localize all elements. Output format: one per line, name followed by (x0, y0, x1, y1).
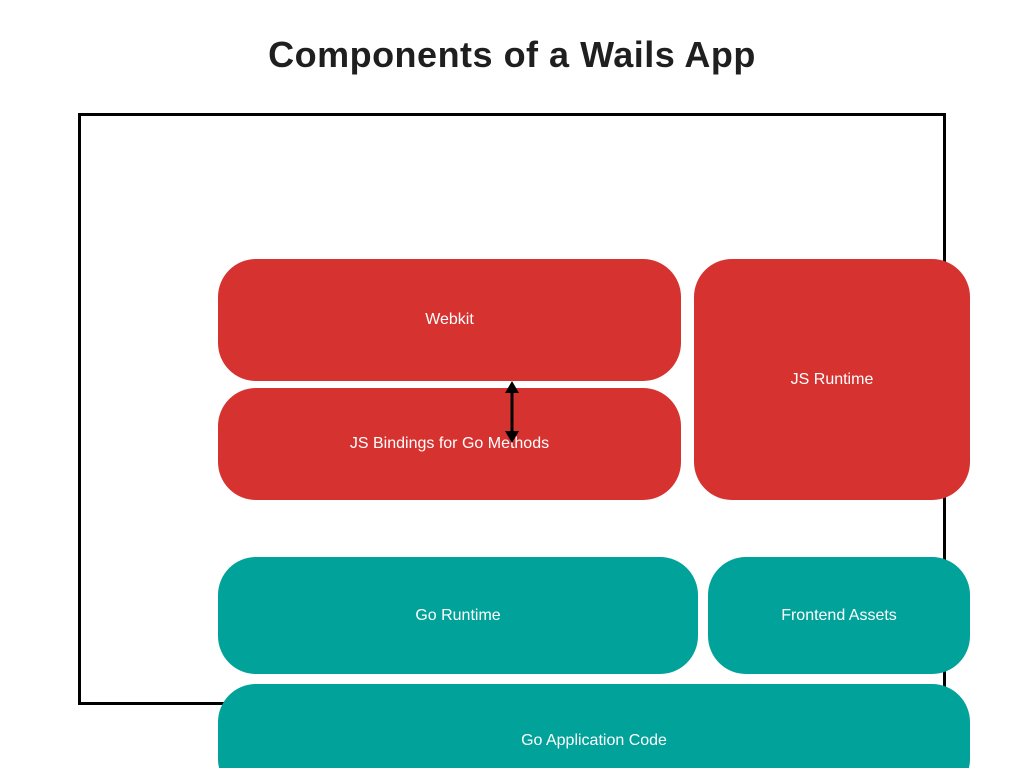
frontend-assets-label: Frontend Assets (781, 606, 897, 624)
frontend-assets-box: Frontend Assets (708, 557, 970, 674)
js-runtime-label: JS Runtime (790, 370, 874, 388)
page-title: Components of a Wails App (268, 34, 756, 75)
webkit-box: Webkit (218, 259, 681, 381)
js-bindings-box: JS Bindings for Go Methods (218, 388, 681, 500)
js-bindings-label: JS Bindings for Go Methods (349, 435, 550, 452)
go-runtime-box: Go Runtime (218, 557, 698, 674)
bidirectional-arrow-icon (501, 381, 523, 443)
webkit-label: Webkit (425, 311, 474, 328)
go-application-code-label: Go Application Code (521, 731, 667, 749)
go-runtime-label: Go Runtime (415, 606, 501, 624)
js-runtime-box: JS Runtime (694, 259, 970, 500)
diagram-frame: Webkit JS Bindings for Go Methods JS Run… (78, 113, 970, 768)
go-application-code-box: Go Application Code (218, 684, 970, 768)
